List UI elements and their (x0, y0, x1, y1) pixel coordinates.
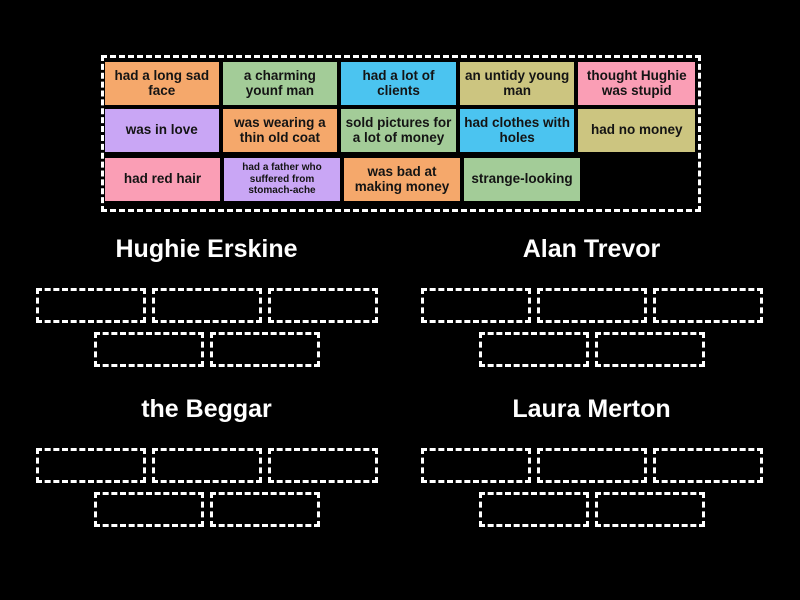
word-tile[interactable]: had no money (577, 108, 697, 153)
drop-slot[interactable] (652, 448, 763, 483)
category-title: Hughie Erskine (115, 234, 298, 263)
word-tile[interactable]: a charming younf man (221, 61, 339, 106)
drop-slot[interactable] (209, 332, 320, 367)
category-group-0: Hughie Erskine (14, 232, 399, 387)
category-group-2: the Beggar (14, 392, 399, 547)
word-tile[interactable]: had a long sad face (104, 61, 220, 106)
word-tile[interactable]: an untidy young man (458, 61, 576, 106)
word-tile[interactable]: had a father who suffered from stomach-a… (223, 157, 341, 202)
drop-slot[interactable] (536, 288, 647, 323)
drop-slot-row-top (399, 448, 784, 483)
drop-slot-row-top (399, 288, 784, 323)
word-tile[interactable]: had a lot of clients (340, 61, 457, 106)
drop-slot[interactable] (267, 288, 378, 323)
drop-slot-row-bottom (14, 332, 399, 367)
drop-slot-row-bottom (399, 492, 784, 527)
word-tile[interactable]: was in love (104, 108, 220, 153)
drop-slot[interactable] (93, 332, 204, 367)
category-title: Laura Merton (512, 394, 671, 423)
drop-slot[interactable] (151, 288, 262, 323)
category-group-3: Laura Merton (399, 392, 784, 547)
drop-slot[interactable] (594, 332, 705, 367)
word-tile[interactable]: thought Hughie was stupid (577, 61, 697, 106)
drop-slot[interactable] (478, 492, 589, 527)
drop-slot[interactable] (267, 448, 378, 483)
drop-slot[interactable] (93, 492, 204, 527)
drop-slot[interactable] (594, 492, 705, 527)
drop-slot-row-top (14, 448, 399, 483)
drop-slot[interactable] (35, 288, 146, 323)
drop-slot-row-bottom (14, 492, 399, 527)
drop-slot-row-bottom (399, 332, 784, 367)
word-tile[interactable]: had clothes with holes (458, 108, 576, 153)
drop-slot[interactable] (420, 448, 531, 483)
category-title: the Beggar (141, 394, 272, 423)
drop-slot[interactable] (420, 288, 531, 323)
word-tile[interactable]: was bad at making money (343, 157, 461, 202)
word-tile[interactable]: strange-looking (463, 157, 581, 202)
category-title: Alan Trevor (522, 234, 661, 263)
drop-slot[interactable] (209, 492, 320, 527)
drop-slot[interactable] (652, 288, 763, 323)
category-group-1: Alan Trevor (399, 232, 784, 387)
drop-slot[interactable] (536, 448, 647, 483)
word-tile[interactable]: was wearing a thin old coat (221, 108, 339, 153)
drop-slot[interactable] (151, 448, 262, 483)
drop-slot[interactable] (35, 448, 146, 483)
drop-slot[interactable] (478, 332, 589, 367)
drop-slot-row-top (14, 288, 399, 323)
word-tile[interactable]: sold pictures for a lot of money (340, 108, 457, 153)
word-tile[interactable]: had red hair (104, 157, 221, 202)
